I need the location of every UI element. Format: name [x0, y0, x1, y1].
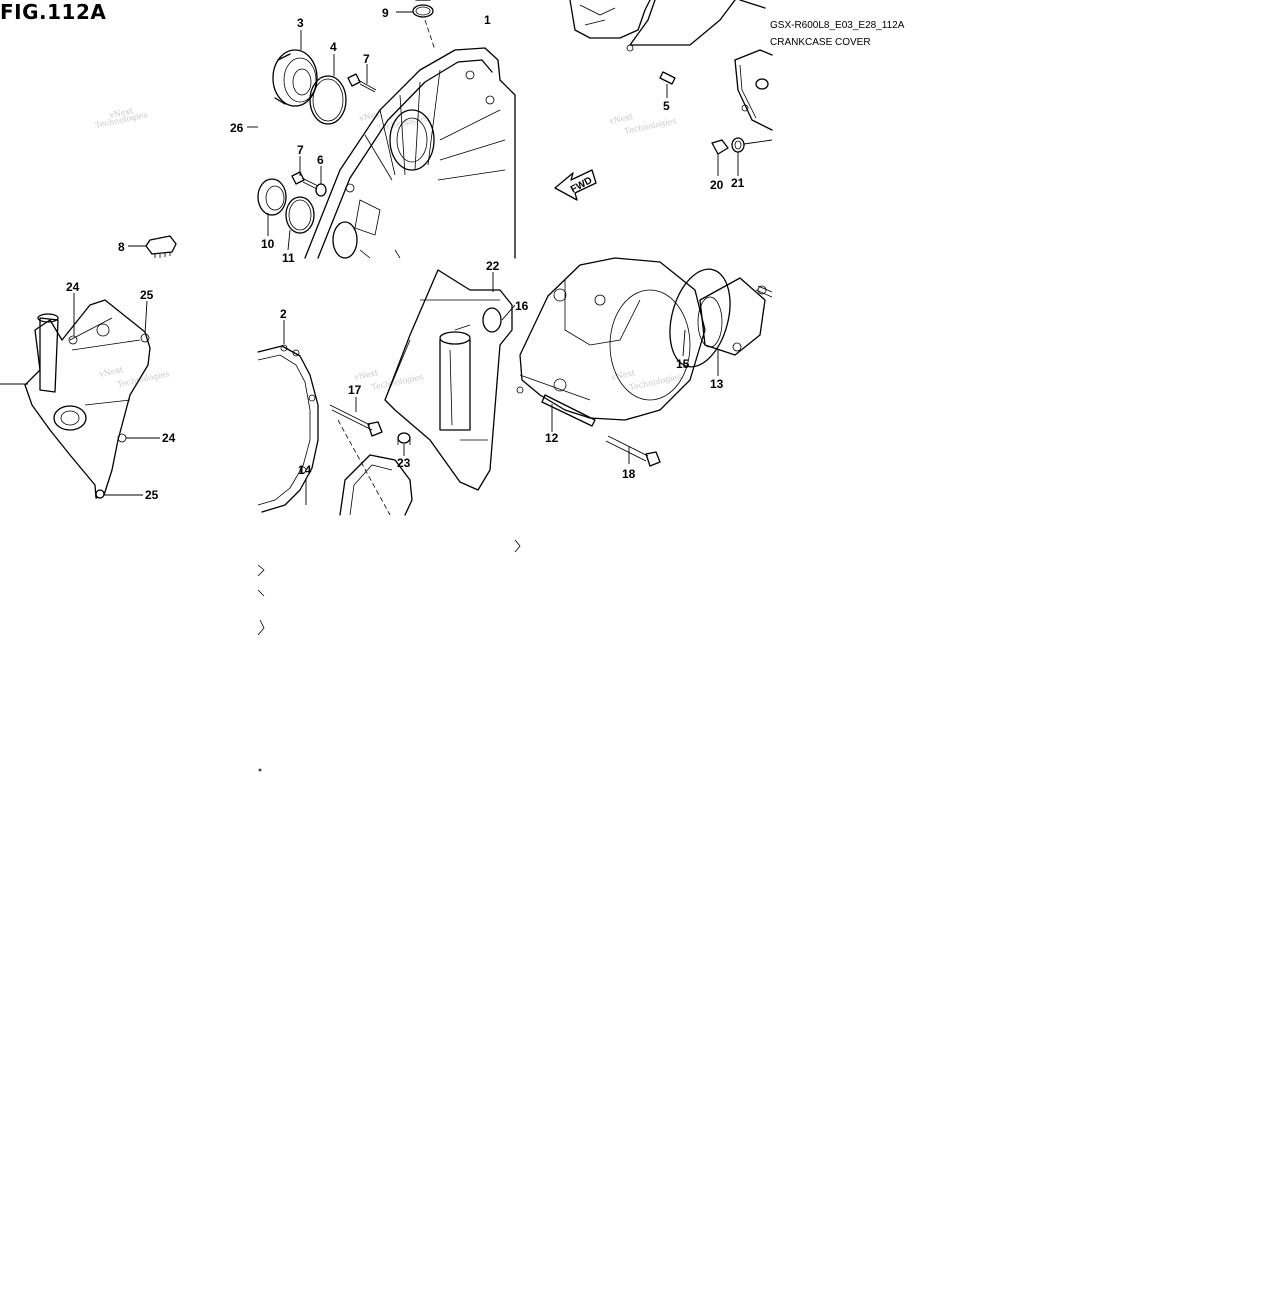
callout-10: 10: [261, 237, 275, 251]
part-oil-pump-cover: [337, 269, 516, 516]
part-fragment: [257, 539, 521, 772]
part-bolt: [755, 285, 773, 298]
figure-code: GSX-R600L8_E03_E28_112A: [770, 20, 905, 31]
callout-14: 14: [298, 463, 312, 477]
part-bolt: [291, 64, 377, 190]
part-o-ring: [285, 196, 315, 251]
part-cover-cap: [697, 277, 766, 376]
callout-11: 11: [282, 251, 295, 265]
watermark-line1: vNext: [98, 365, 125, 379]
callout-9: 9: [382, 6, 389, 20]
callout-26: 26: [230, 121, 244, 135]
callout-24: 24: [66, 280, 80, 294]
watermark: vNext Technologies vNext Technologies vN…: [95, 106, 683, 392]
part-clutch-cover-gasket: [257, 320, 319, 513]
part-drain-bolt: [711, 139, 729, 176]
callout-16: 16: [515, 299, 529, 313]
callout-23: 23: [397, 456, 411, 470]
callout-1: 1: [484, 13, 491, 27]
callout-25: 25: [140, 288, 154, 302]
callout-6: 6: [317, 153, 324, 167]
part-clutch-cover: [304, 19, 516, 259]
callout-18: 18: [622, 467, 636, 481]
part-oil-seal: [272, 30, 318, 107]
watermark-line1: vNext: [610, 368, 637, 382]
callout-3: 3: [297, 16, 304, 30]
callout-21: 21: [731, 176, 745, 190]
callout-25: 25: [145, 488, 159, 502]
part-bolt: [605, 435, 661, 467]
part-bolt: [329, 397, 383, 437]
part-oil-seal: [257, 178, 287, 236]
watermark-line2: Technologies: [371, 372, 425, 392]
callout-13: 13: [710, 377, 724, 391]
part-gasket: [305, 454, 413, 516]
figure-title: FIG.112A: [0, 0, 107, 24]
callout-5: 5: [663, 99, 670, 113]
callout-12: 12: [545, 431, 559, 445]
part-dowel-pin: [397, 432, 411, 456]
watermark-line1: vNext: [353, 368, 380, 382]
callout-4: 4: [330, 40, 337, 54]
callout-15: 15: [676, 357, 690, 371]
part-oil-filler-cap: [128, 235, 177, 258]
callout-labels: 1 2 3 4 5 6 7 7 8 9 10 11 12 13 14 15 16…: [66, 6, 745, 502]
callout-24: 24: [162, 431, 176, 445]
part-generator-cover: [516, 257, 706, 432]
callout-8: 8: [118, 240, 125, 254]
fwd-label: FWD: [569, 175, 594, 195]
part-dowel-pin: [659, 71, 676, 98]
fwd-arrow: FWD: [554, 169, 597, 201]
callout-22: 22: [486, 259, 500, 273]
watermark-line1: vNext: [608, 112, 635, 126]
part-o-ring: [396, 0, 434, 18]
figure-name: CRANKCASE COVER: [770, 37, 871, 48]
part-gasket-washer: [731, 137, 773, 176]
callout-7: 7: [363, 52, 370, 66]
part-o-ring: [309, 54, 347, 125]
callout-17: 17: [348, 383, 362, 397]
callout-20: 20: [710, 178, 724, 192]
part-sprocket-cover: [0, 293, 160, 499]
part-crankcase-gasket: [569, 0, 773, 131]
part-o-ring: [669, 268, 731, 368]
part-washer: [315, 166, 327, 197]
callout-2: 2: [280, 307, 287, 321]
callout-7: 7: [297, 143, 304, 157]
